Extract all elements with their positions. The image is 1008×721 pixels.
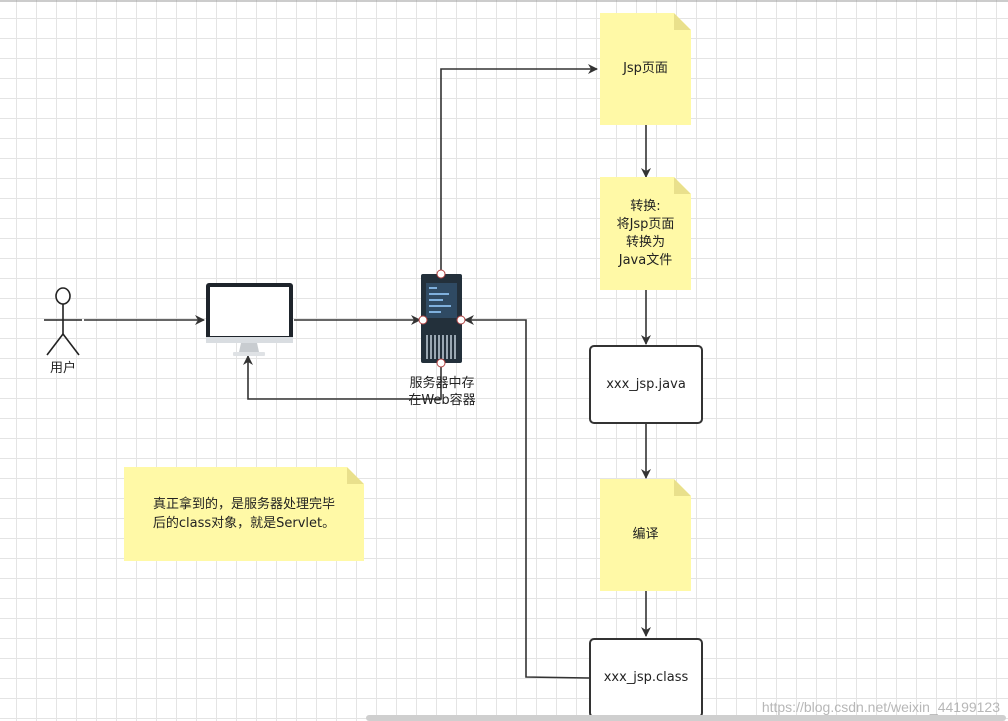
edge-server-to-jsp (440, 64, 598, 274)
class-file-label: xxx_jsp.class (603, 670, 689, 685)
explanation-note: 真正拿到的，是服务器处理完毕 后的class对象，就是Servlet。 (124, 467, 364, 561)
convert-label: 转换: 将Jsp页面 转换为 Java文件 (616, 198, 675, 268)
compile-label: 编译 (632, 527, 659, 542)
watermark-text: https://blog.csdn.net/weixin_44199123 (761, 699, 1000, 715)
jsp-page-note: Jsp页面 (600, 13, 691, 125)
edge-class-to-server (464, 315, 590, 679)
compile-note: 编译 (600, 479, 691, 591)
edge-server-to-client (243, 355, 442, 400)
user-label: 用户 (49, 361, 76, 376)
class-file-box: xxx_jsp.class (589, 638, 703, 718)
server-rack-icon (418, 269, 466, 368)
explanation-label: 真正拿到的，是服务器处理完毕 后的class对象，就是Servlet。 (152, 497, 336, 531)
convert-note: 转换: 将Jsp页面 转换为 Java文件 (600, 177, 691, 290)
java-file-label: xxx_jsp.java (606, 376, 686, 392)
horizontal-scrollbar[interactable] (366, 715, 1006, 721)
jsp-page-label: Jsp页面 (623, 61, 668, 76)
server-label: 服务器中存在Web容器 (408, 376, 476, 408)
java-file-box: xxx_jsp.java (589, 345, 703, 424)
monitor-icon (206, 283, 293, 356)
stick-figure-icon (44, 287, 82, 356)
